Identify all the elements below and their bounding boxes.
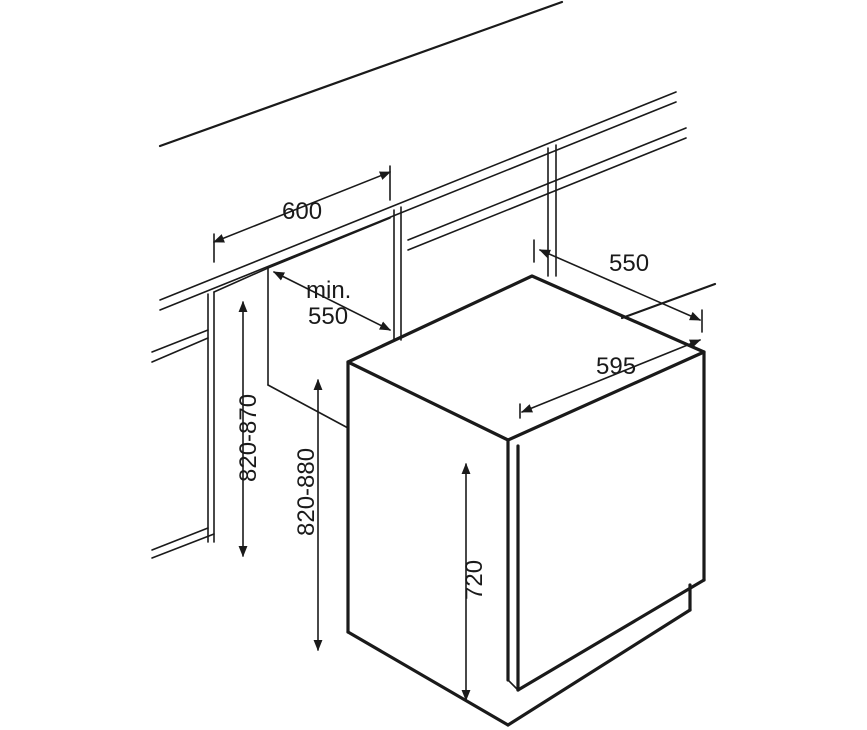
right-plinth [620, 282, 717, 320]
label-min-depth-line1: min. [306, 277, 351, 304]
cabinet-posts [393, 144, 557, 341]
countertop [159, 91, 687, 311]
label-appliance-width: 595 [596, 353, 636, 380]
label-min-depth-line2: 550 [308, 303, 348, 330]
dimension-lines [212, 165, 703, 702]
label-panel-height: 720 [461, 560, 488, 600]
label-appliance-depth: 550 [609, 250, 649, 277]
dishwasher-body [346, 274, 706, 727]
label-niche-width: 600 [282, 198, 322, 225]
label-appliance-height: 820-880 [293, 448, 320, 536]
wall-top-line [158, 0, 564, 148]
label-niche-height: 820-870 [235, 394, 262, 482]
left-cabinet [151, 291, 215, 559]
